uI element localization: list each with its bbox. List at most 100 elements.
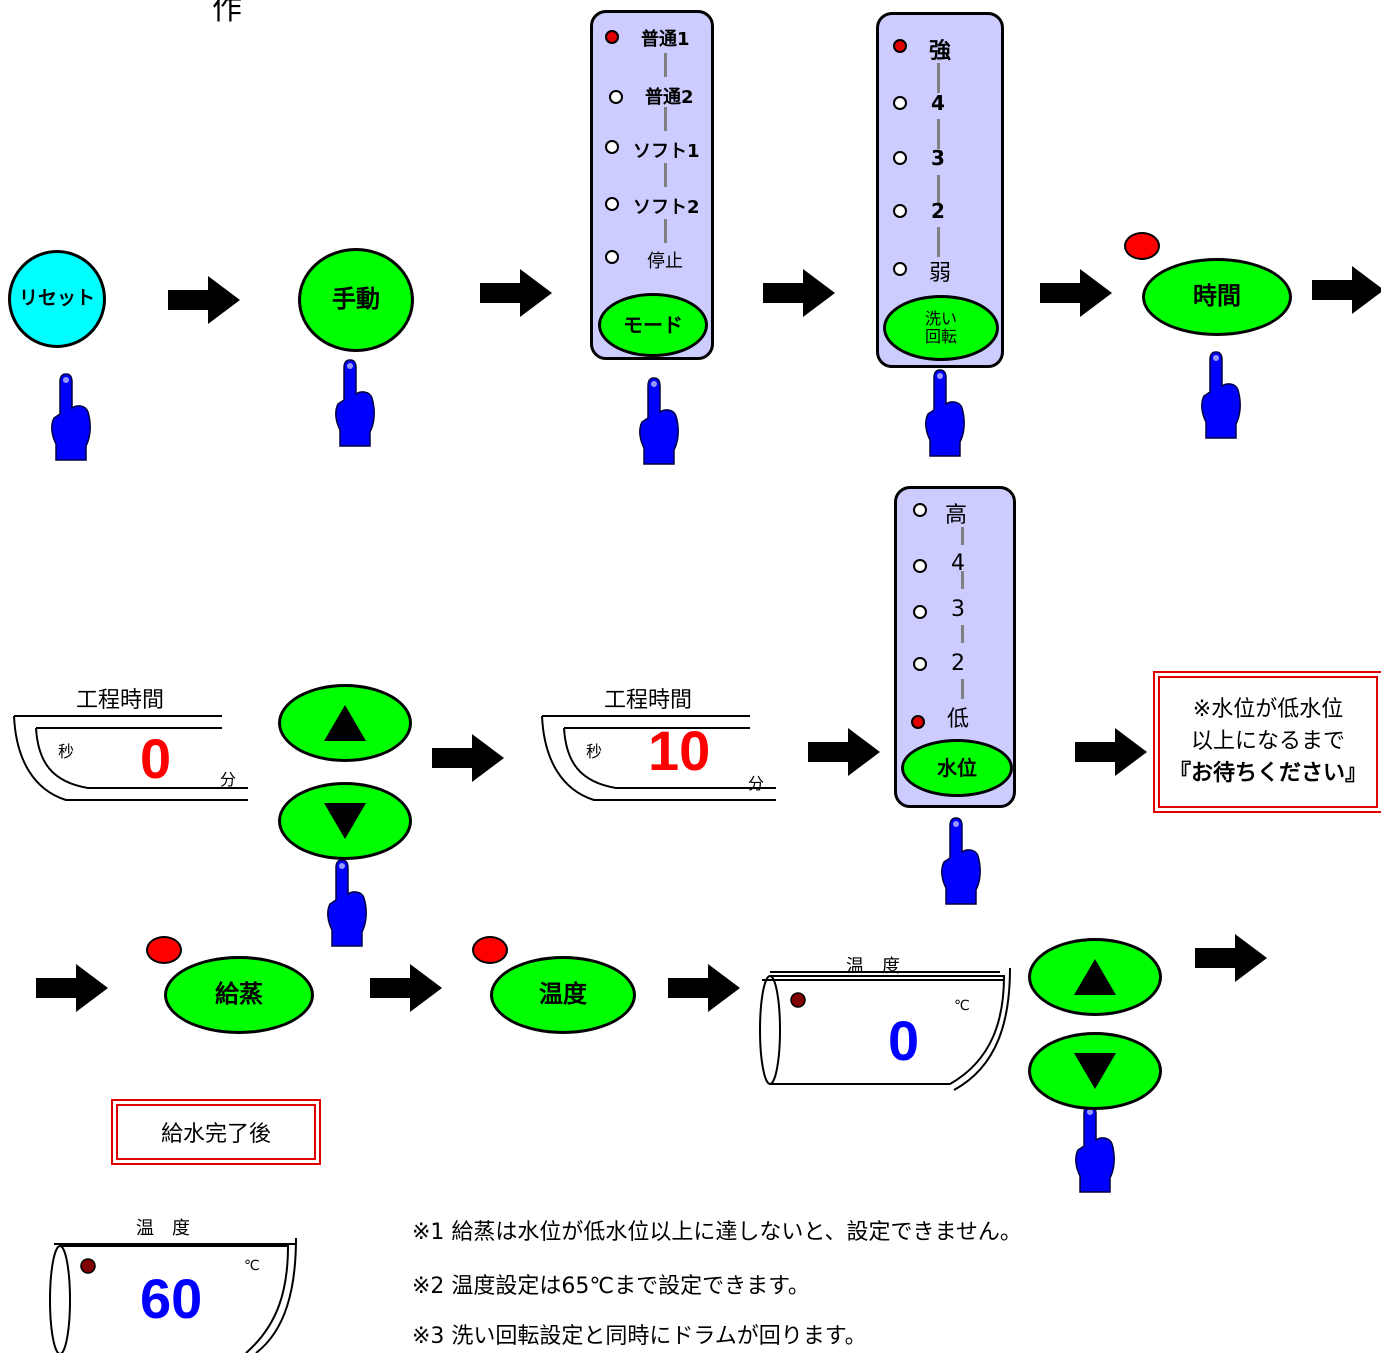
temperature-display-frame (49, 1237, 297, 1353)
mode-option: 普通1 (641, 29, 690, 50)
mode-indicator (605, 197, 619, 211)
pointing-hand-icon (1075, 1105, 1115, 1193)
pointing-hand-icon (639, 377, 679, 465)
up-triangle-icon (1074, 959, 1116, 995)
process-time-display-frame (541, 715, 776, 801)
temperature-display-frame (759, 967, 1011, 1091)
water-indicator (913, 605, 927, 619)
footnote: ※2 温度設定は65℃まで設定できます。 (412, 1274, 810, 1299)
water-indicator (913, 559, 927, 573)
process-time-value: 0 (140, 727, 172, 790)
down-triangle-icon (1074, 1053, 1116, 1089)
steam-lamp (146, 936, 182, 964)
rotation-indicator (893, 151, 907, 165)
manual-button[interactable]: 手動 (298, 248, 414, 352)
wash-rotation-button[interactable]: 洗い 回転 (883, 295, 999, 361)
pointing-hand-icon (925, 369, 965, 457)
connector-line (961, 679, 964, 699)
temperature-lamp (472, 936, 508, 964)
arrow-icon (808, 728, 880, 776)
rotation-option: 2 (931, 199, 945, 223)
arrow-icon (370, 964, 442, 1012)
water-level-button[interactable]: 水位 (901, 739, 1013, 797)
temperature-unit: ℃ (244, 1258, 260, 1274)
arrow-icon (668, 964, 740, 1012)
pointing-hand-icon (941, 817, 981, 905)
arrow-icon (1075, 728, 1147, 776)
arrow-icon (432, 734, 504, 782)
connector-line (961, 571, 964, 589)
temperature-value: 0 (888, 1009, 920, 1072)
rotation-option: 弱 (929, 261, 952, 286)
mode-option: ソフト2 (633, 197, 700, 218)
water-level-panel: 高 4 3 2 低 水位 (894, 486, 1016, 808)
connector-line (961, 527, 964, 545)
rotation-option: 3 (931, 146, 945, 170)
process-time-title: 工程時間 (76, 688, 165, 713)
time-button[interactable]: 時間 (1142, 258, 1292, 336)
water-option: 低 (947, 707, 970, 732)
wash-rotation-label-line1: 洗い (924, 308, 957, 328)
mode-indicator (609, 90, 623, 104)
wash-rotation-label-line2: 回転 (924, 327, 957, 346)
connector-line (664, 53, 667, 77)
time-lamp (1124, 232, 1160, 260)
indicator-dot (790, 992, 806, 1008)
connector-line (664, 107, 667, 131)
rotation-indicator (893, 96, 907, 110)
after-water-note: 給水完了後 (111, 1099, 321, 1165)
arrow-icon (1195, 934, 1267, 982)
down-button[interactable] (278, 782, 412, 860)
wash-rotation-panel: 強 4 3 2 弱 洗い 回転 (876, 12, 1004, 368)
connector-line (664, 163, 667, 187)
rotation-option: 4 (931, 91, 945, 115)
wait-note-line3: 『お待ちください』 (1168, 760, 1367, 786)
water-indicator (911, 715, 925, 729)
temperature-title: 温 度 (846, 956, 900, 977)
wait-note-line2: 以上になるまで (1190, 729, 1345, 755)
pointing-hand-icon (51, 373, 91, 461)
up-triangle-icon (324, 705, 366, 741)
connector-line (664, 219, 667, 243)
pointing-hand-icon (327, 859, 367, 947)
water-indicator (913, 657, 927, 671)
connector-line (937, 63, 940, 93)
mode-option: ソフト1 (633, 141, 700, 162)
mode-indicator (605, 30, 619, 44)
process-time-sec-label: 秒 (586, 742, 603, 761)
process-time-value: 10 (648, 719, 711, 782)
footnote: ※3 洗い回転設定と同時にドラムが回ります。 (412, 1324, 867, 1349)
water-option: 高 (945, 503, 968, 528)
temperature-button[interactable]: 温度 (490, 956, 636, 1034)
mode-indicator (605, 140, 619, 154)
reset-button[interactable]: リセット (8, 250, 106, 348)
arrow-icon (1040, 269, 1112, 317)
down-button[interactable] (1028, 1032, 1162, 1110)
rotation-indicator (893, 39, 907, 53)
temperature-unit: ℃ (954, 998, 970, 1014)
mode-option: 普通2 (645, 87, 694, 108)
mode-panel: 普通1 普通2 ソフト1 ソフト2 停止 モード (590, 10, 714, 360)
wait-note: ※水位が低水位 以上になるまで 『お待ちください』 (1153, 671, 1381, 813)
steam-button[interactable]: 給蒸 (164, 956, 314, 1034)
connector-line (937, 227, 940, 257)
arrow-icon (763, 269, 835, 317)
wait-note-line1: ※水位が低水位 (1192, 697, 1344, 723)
arrow-icon (36, 964, 108, 1012)
down-triangle-icon (324, 803, 366, 839)
process-time-title: 工程時間 (604, 688, 693, 713)
water-indicator (913, 503, 927, 517)
water-option: 2 (951, 651, 965, 676)
mode-button[interactable]: モード (598, 293, 708, 357)
arrow-icon (1312, 266, 1381, 314)
connector-line (937, 175, 940, 205)
pointing-hand-icon (335, 359, 375, 447)
mode-option: 停止 (647, 251, 683, 272)
pointing-hand-icon (1201, 351, 1241, 439)
up-button[interactable] (1028, 938, 1162, 1016)
arrow-icon (168, 276, 240, 324)
mode-indicator (605, 250, 619, 264)
water-option: 4 (951, 551, 965, 576)
connector-line (937, 119, 940, 149)
up-button[interactable] (278, 684, 412, 762)
